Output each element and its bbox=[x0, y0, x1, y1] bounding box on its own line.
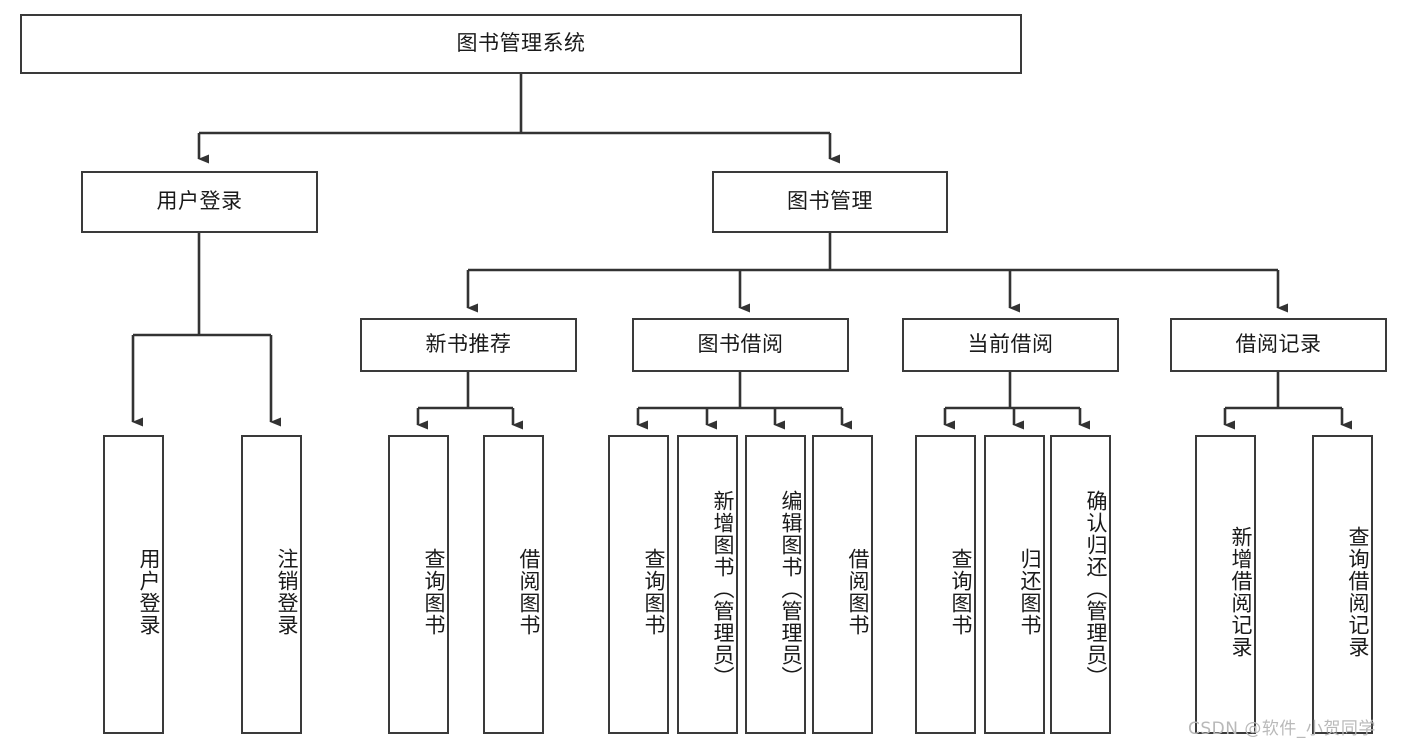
node-root-system[interactable]: 图书管理系统 bbox=[20, 14, 1022, 74]
node-borrow-record[interactable]: 借阅记录 bbox=[1170, 318, 1387, 372]
leaf-user-login-logout[interactable]: 注销登录 bbox=[241, 435, 302, 734]
node-user-login[interactable]: 用户登录 bbox=[81, 171, 318, 233]
leaf-new-book-borrow[interactable]: 借阅图书 bbox=[483, 435, 544, 734]
leaf-user-login-login[interactable]: 用户登录 bbox=[103, 435, 164, 734]
leaf-borrow-borrow-book[interactable]: 借阅图书 bbox=[812, 435, 873, 734]
leaf-borrow-edit-book-admin[interactable]: 编辑图书（管理员） bbox=[745, 435, 806, 734]
leaf-current-return-book[interactable]: 归还图书 bbox=[984, 435, 1045, 734]
node-new-book-recommend[interactable]: 新书推荐 bbox=[360, 318, 577, 372]
node-book-borrow[interactable]: 图书借阅 bbox=[632, 318, 849, 372]
node-book-management[interactable]: 图书管理 bbox=[712, 171, 948, 233]
leaf-current-query-book[interactable]: 查询图书 bbox=[915, 435, 976, 734]
leaf-borrow-query-book[interactable]: 查询图书 bbox=[608, 435, 669, 734]
leaf-record-query-record[interactable]: 查询借阅记录 bbox=[1312, 435, 1373, 734]
leaf-current-confirm-return-admin[interactable]: 确认归还（管理员） bbox=[1050, 435, 1111, 734]
leaf-record-add-record[interactable]: 新增借阅记录 bbox=[1195, 435, 1256, 734]
leaf-borrow-add-book-admin[interactable]: 新增图书（管理员） bbox=[677, 435, 738, 734]
node-current-borrow[interactable]: 当前借阅 bbox=[902, 318, 1119, 372]
leaf-new-book-query[interactable]: 查询图书 bbox=[388, 435, 449, 734]
watermark-text: CSDN @软件_小贺同学 bbox=[1188, 719, 1376, 739]
